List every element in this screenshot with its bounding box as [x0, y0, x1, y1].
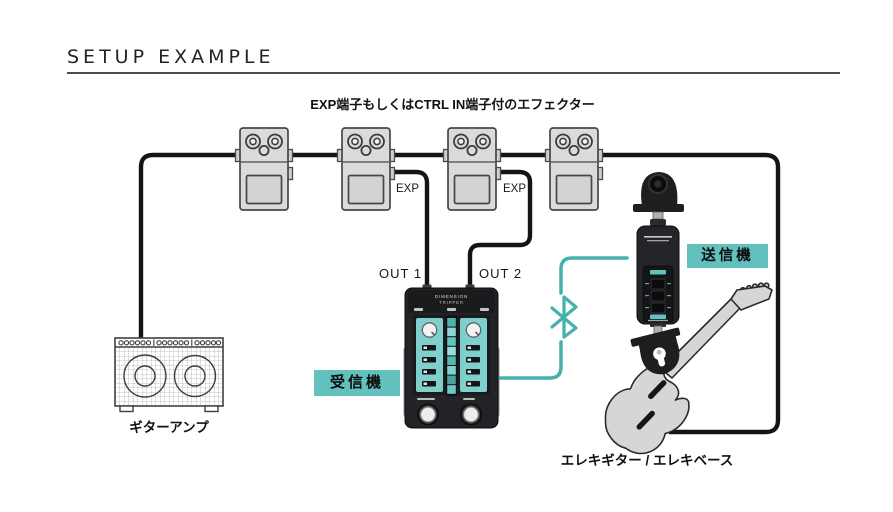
receiver-buttons-right — [466, 345, 480, 387]
receiver-buttons-left — [422, 345, 436, 387]
receiver-unit: DIMENSION TRIPPER — [403, 284, 500, 429]
amp-foot — [204, 405, 219, 413]
receiver-footswitch-right — [460, 403, 482, 426]
strap-clamp-bottom — [630, 327, 681, 375]
amp-speaker-left — [123, 354, 167, 398]
amp-control-knobs — [118, 339, 222, 346]
receiver-knob-left — [421, 322, 438, 338]
exp-cable-1 — [389, 169, 430, 293]
out2-label: OUT 2 — [479, 266, 523, 281]
strap-clamp-top — [633, 172, 684, 212]
effects-pedal-1 — [234, 127, 294, 211]
exp-label-2: EXP — [503, 183, 527, 195]
wireless-link-line-upper — [559, 256, 629, 295]
title-underline — [67, 72, 840, 74]
receiver-brand-line1: DIMENSION — [435, 294, 468, 299]
guitar-body — [604, 360, 690, 455]
transmitter-led-2 — [650, 314, 666, 319]
out1-label: OUT 1 — [379, 266, 423, 281]
receiver-brand-line2: TRIPPER — [439, 300, 464, 305]
amp-speaker-right — [173, 354, 217, 398]
receiver-footswitch-left — [417, 403, 439, 426]
effects-pedal-4 — [544, 127, 604, 211]
bluetooth-icon — [550, 295, 578, 339]
amp-label: ギターアンプ — [129, 420, 209, 435]
effects-caption: EXP端子もしくはCTRL IN端子付のエフェクター — [310, 97, 595, 112]
wireless-link-line-lower — [496, 340, 563, 380]
transmitter-buttons — [645, 278, 671, 314]
exp-label-1: EXP — [396, 183, 420, 195]
effects-pedal-2 — [336, 127, 396, 211]
guitar-amp — [114, 337, 224, 413]
amp-grille — [116, 347, 222, 405]
guitar-pickup-1 — [648, 380, 667, 400]
guitar-headstock — [730, 282, 773, 311]
transmitter-plug-top — [652, 211, 664, 220]
exp-cable-2 — [467, 169, 533, 293]
receiver-knob-right — [465, 322, 482, 338]
transmitter-led — [650, 270, 666, 275]
transmitter-badge: 送信機 — [687, 244, 768, 268]
electric-guitar — [604, 282, 773, 455]
signal-cable-main — [138, 152, 781, 435]
receiver-level-ladder — [447, 318, 456, 394]
amp-foot — [119, 405, 134, 413]
effects-pedal-3 — [442, 127, 502, 211]
guitar-pickup-2 — [636, 410, 655, 430]
receiver-badge: 受信機 — [314, 370, 400, 396]
page-title: SETUP EXAMPLE — [67, 46, 275, 68]
guitar-label: エレキギター / エレキベース — [560, 453, 734, 468]
transmitter-unit — [630, 172, 684, 375]
